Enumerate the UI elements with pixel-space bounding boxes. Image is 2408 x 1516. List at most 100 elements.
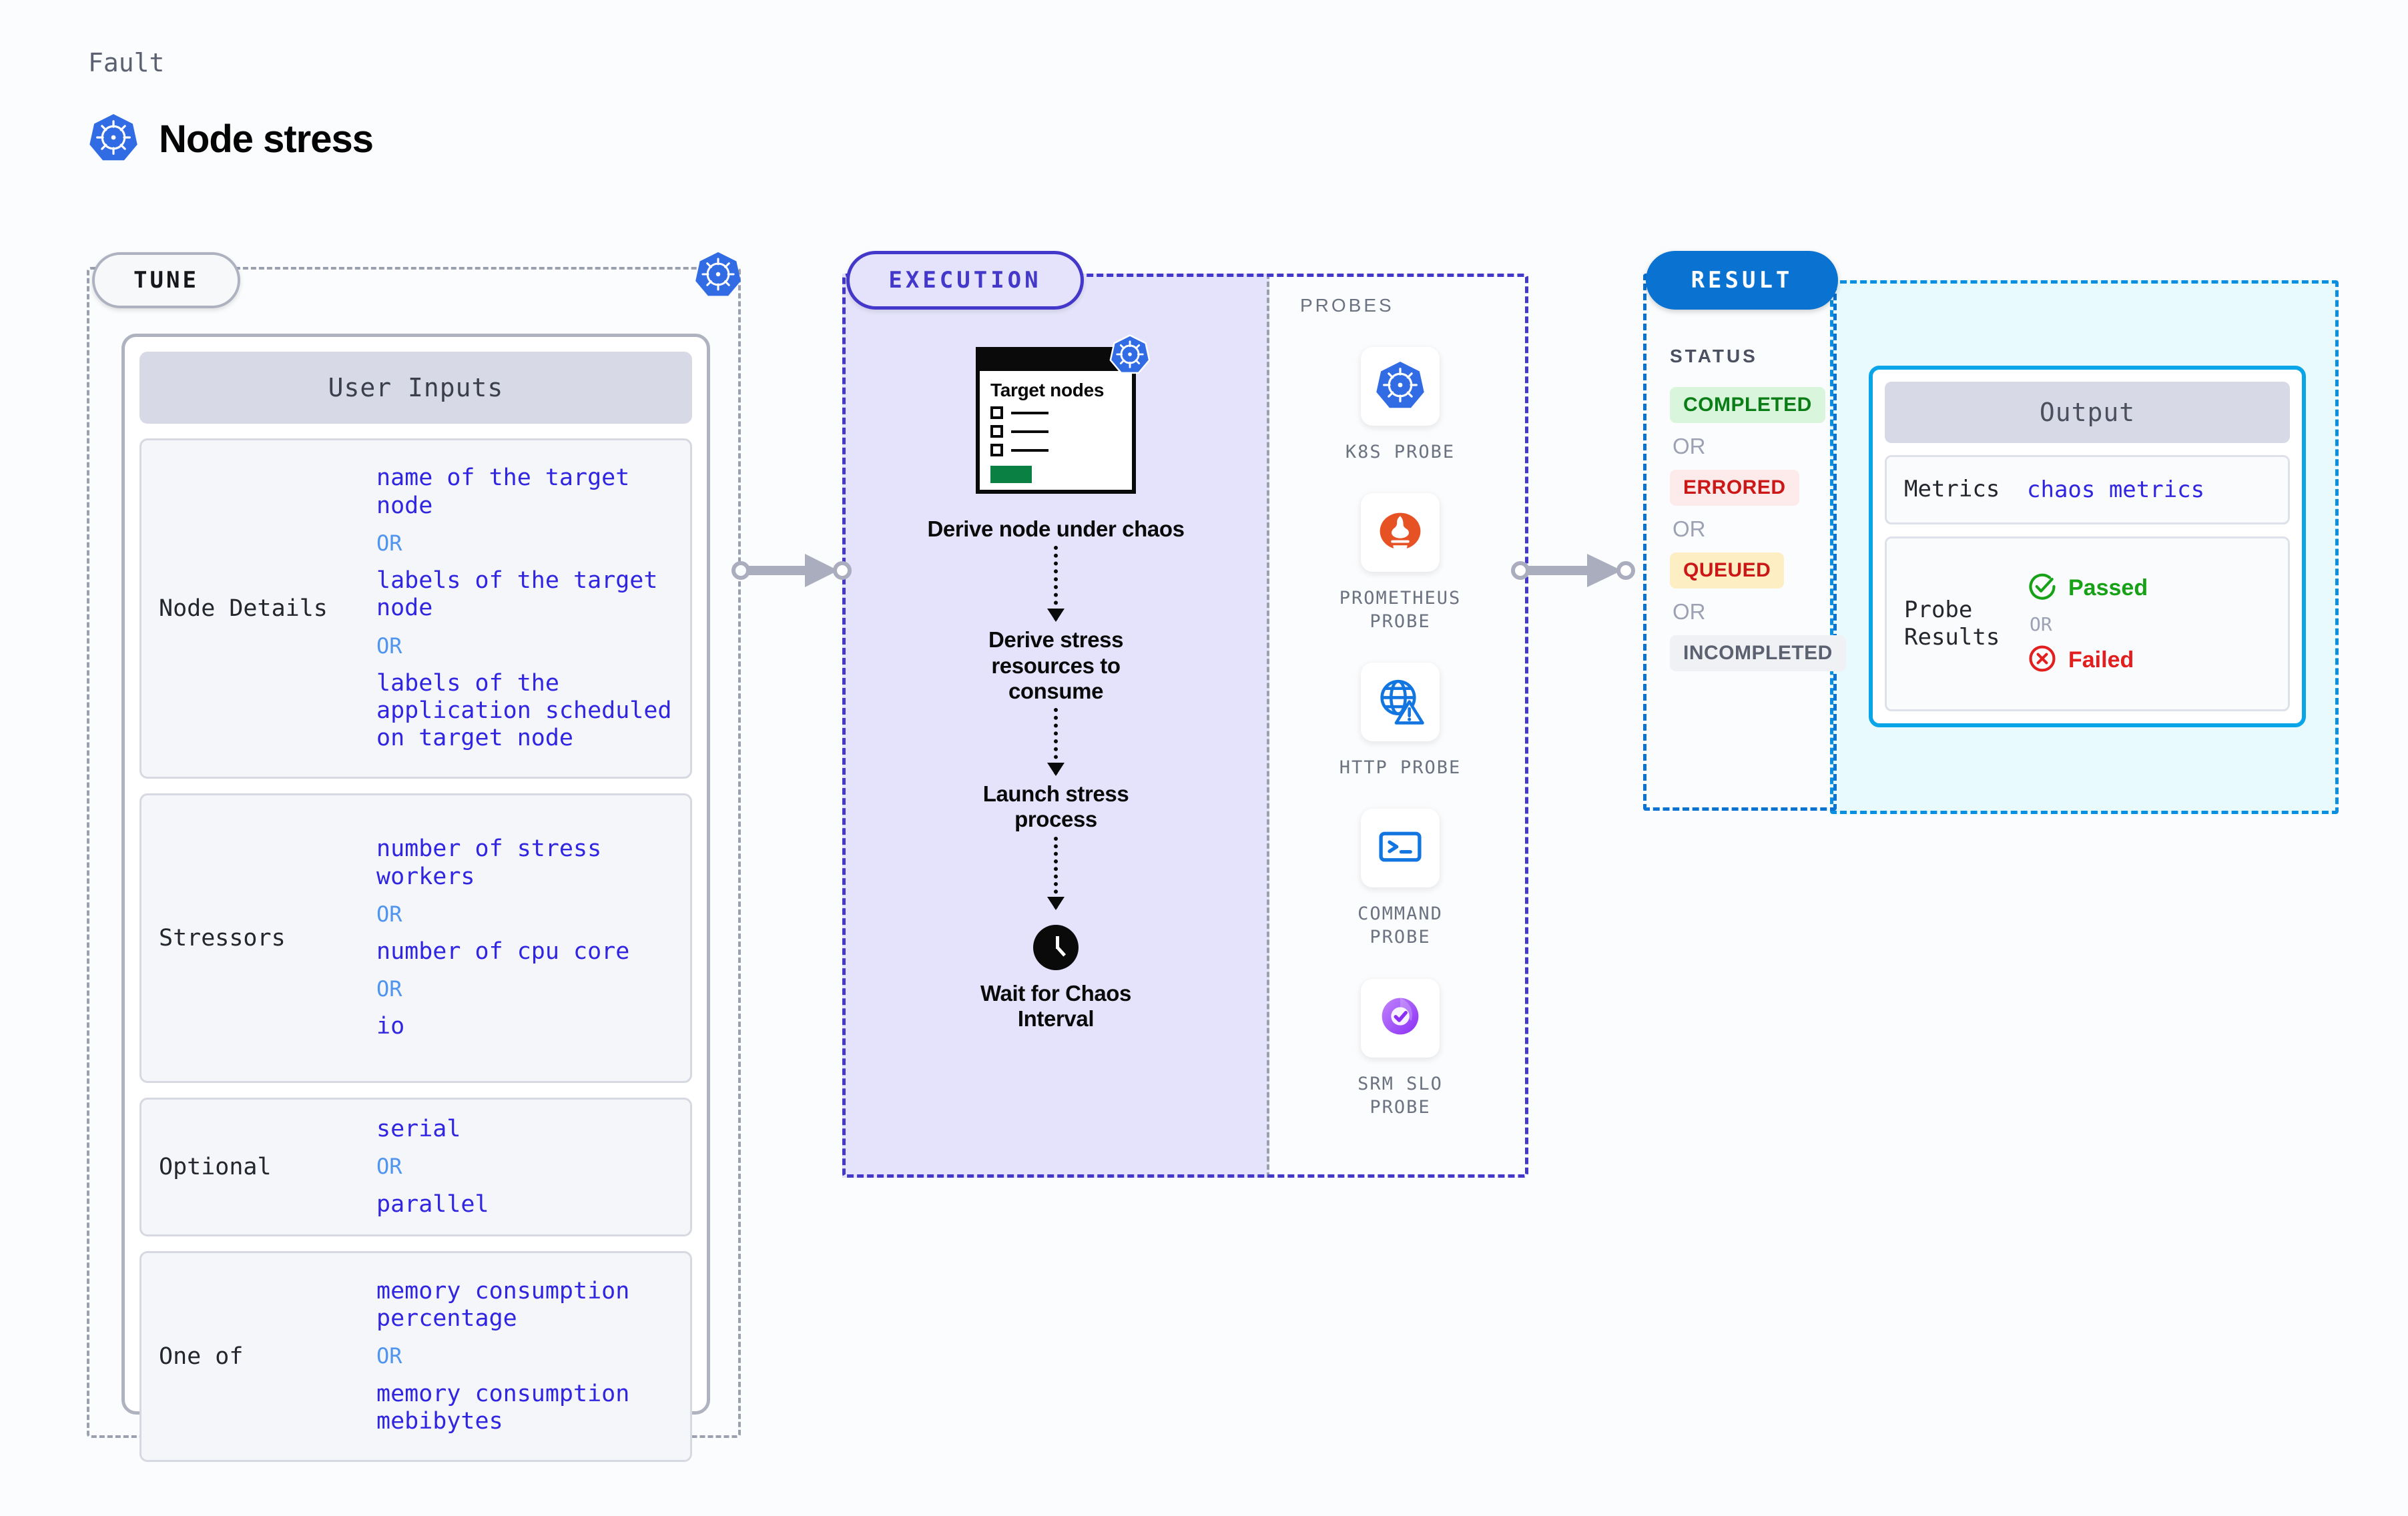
or-separator: OR xyxy=(376,901,402,927)
card-titlebar xyxy=(980,351,1132,371)
input-value: labels of the target node xyxy=(376,567,658,622)
probe-result-failed: Failed xyxy=(2027,643,2288,677)
or-separator: OR xyxy=(376,976,402,1002)
probe-label: PROMETHEUS PROBE xyxy=(1339,588,1462,633)
line-placeholder xyxy=(1011,411,1048,414)
probe-label: K8S PROBE xyxy=(1345,442,1456,462)
probe-tile[interactable] xyxy=(1361,493,1440,573)
input-value: serial xyxy=(376,1116,461,1143)
fault-eyebrow-label: Fault xyxy=(88,48,165,77)
input-value: memory consumption mebibytes xyxy=(376,1380,630,1435)
probe-item-srm-slo[interactable]: SRM SLO PROBE xyxy=(1330,978,1470,1119)
prometheus-icon xyxy=(1375,506,1426,560)
status-badge-errored: ERRORED xyxy=(1670,470,1799,506)
probe-label: COMMAND PROBE xyxy=(1358,903,1443,948)
probes-title: PROBES xyxy=(1300,295,1394,316)
output-row-label: Probe Results xyxy=(1904,596,2000,651)
status-list: COMPLETED OR ERRORED OR QUEUED OR INCOMP… xyxy=(1670,387,1846,671)
input-group-node-details: Node Details name of the target node OR … xyxy=(139,438,692,779)
checkbox-row xyxy=(990,406,1121,420)
input-value: name of the target node xyxy=(376,464,630,519)
checkbox-row xyxy=(990,444,1121,457)
or-separator: OR xyxy=(376,633,402,659)
tune-stage-pill[interactable]: TUNE xyxy=(92,252,240,308)
checkbox-row xyxy=(990,425,1121,438)
user-inputs-title: User Inputs xyxy=(139,352,692,424)
input-group-values: serial OR parallel xyxy=(376,1116,690,1218)
probe-label: SRM SLO PROBE xyxy=(1358,1073,1443,1118)
fault-title-row: Node stress xyxy=(88,112,374,166)
probe-result-passed-text: Passed xyxy=(2068,575,2148,601)
probe-tile[interactable] xyxy=(1361,663,1440,742)
line-placeholder xyxy=(1011,430,1048,433)
or-separator: OR xyxy=(2030,613,2052,635)
probe-item-prometheus[interactable]: PROMETHEUS PROBE xyxy=(1330,493,1470,633)
target-nodes-card: Target nodes xyxy=(976,334,1151,494)
flow-arrow-icon xyxy=(1047,836,1065,910)
input-value: labels of the application scheduled on t… xyxy=(376,669,672,752)
kubernetes-icon xyxy=(1109,334,1151,375)
input-value: io xyxy=(376,1013,405,1040)
checkbox-icon xyxy=(990,444,1003,457)
input-value: parallel xyxy=(376,1190,489,1218)
or-separator: OR xyxy=(1673,599,1706,624)
input-group-label: One of xyxy=(159,1343,244,1370)
input-group-label: Node Details xyxy=(159,595,328,622)
input-group-optional: Optional serial OR parallel xyxy=(139,1098,692,1236)
srm-slo-icon xyxy=(1375,991,1426,1045)
execution-step-label: Wait for Chaos Interval xyxy=(980,980,1131,1031)
execution-stage-pill[interactable]: EXECUTION xyxy=(846,251,1084,310)
target-nodes-title: Target nodes xyxy=(990,380,1105,400)
input-value: number of cpu core xyxy=(376,938,630,965)
input-group-values: name of the target node OR labels of the… xyxy=(376,464,690,752)
metrics-value: chaos metrics xyxy=(2027,476,2205,503)
kubernetes-icon xyxy=(88,112,139,166)
terminal-icon xyxy=(1375,821,1426,875)
probe-item-k8s[interactable]: K8S PROBE xyxy=(1345,347,1455,464)
status-badge-incompleted: INCOMPLETED xyxy=(1670,635,1846,671)
probe-tile[interactable] xyxy=(1361,347,1440,426)
input-group-label: Optional xyxy=(159,1154,272,1180)
card-body: Target nodes xyxy=(980,371,1132,484)
probe-item-command[interactable]: COMMAND PROBE xyxy=(1330,809,1470,949)
probes-list: K8S PROBE PROMETHEUS PROBE xyxy=(1272,347,1528,1119)
flow-arrow-icon xyxy=(1047,708,1065,777)
input-group-one-of: One of memory consumption percentage OR … xyxy=(139,1251,692,1462)
flow-arrow-icon xyxy=(1047,546,1065,623)
probe-result-failed-text: Failed xyxy=(2068,647,2134,673)
execution-step-label: Launch stress process xyxy=(982,781,1129,832)
or-separator: OR xyxy=(376,1154,402,1180)
or-separator: OR xyxy=(376,1343,402,1369)
input-group-values: number of stress workers OR number of cp… xyxy=(376,835,690,1041)
progress-bar xyxy=(990,466,1032,484)
check-circle-icon xyxy=(2027,571,2058,605)
clock-icon xyxy=(1033,924,1079,970)
input-group-label: Stressors xyxy=(159,925,286,952)
output-title: Output xyxy=(1885,382,2290,443)
execution-step-label: Derive node under chaos xyxy=(927,516,1185,541)
kubernetes-icon xyxy=(1375,360,1426,414)
probe-result-passed: Passed xyxy=(2027,571,2288,605)
input-group-stressors: Stressors number of stress workers OR nu… xyxy=(139,793,692,1083)
execution-panel xyxy=(842,274,1528,1178)
probe-tile[interactable] xyxy=(1361,978,1440,1058)
connector-execution-to-result xyxy=(1511,554,1635,587)
globe-warning-icon xyxy=(1375,675,1426,729)
x-circle-icon xyxy=(2027,643,2058,677)
result-stage-pill[interactable]: RESULT xyxy=(1646,251,1838,310)
probe-item-http[interactable]: HTTP PROBE xyxy=(1339,663,1462,779)
probe-tile[interactable] xyxy=(1361,809,1440,888)
input-group-values: memory consumption percentage OR memory … xyxy=(376,1278,690,1435)
or-separator: OR xyxy=(1673,516,1706,541)
kubernetes-icon xyxy=(694,250,742,298)
input-value: memory consumption percentage xyxy=(376,1277,630,1333)
page-title: Node stress xyxy=(159,117,374,161)
status-title: STATUS xyxy=(1670,346,1758,366)
checkbox-icon xyxy=(990,406,1003,420)
checkbox-icon xyxy=(990,425,1003,438)
line-placeholder xyxy=(1011,448,1048,452)
execution-step-label: Derive stress resources to consume xyxy=(988,627,1124,703)
or-separator: OR xyxy=(1673,434,1706,458)
output-row-metrics: Metrics chaos metrics xyxy=(1885,455,2290,524)
output-row-probe-results: Probe Results Passed OR xyxy=(1885,536,2290,711)
